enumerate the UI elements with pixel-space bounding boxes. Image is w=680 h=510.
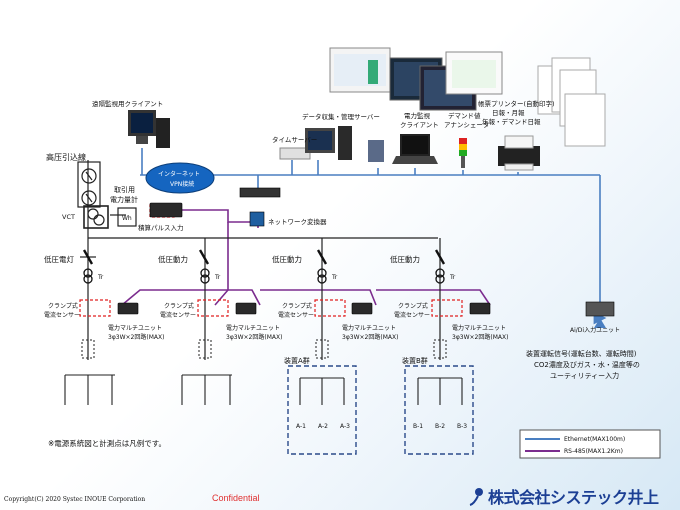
ethernet-arrow — [594, 318, 606, 328]
printer-label-1: 帳票プリンター(自動印字) — [478, 99, 555, 108]
legend-rs485-label: RS-485(MAX1.2Km) — [564, 448, 623, 455]
branch-a3: A-3 — [340, 423, 350, 430]
remote-client-label: 遠隔監視用クライアント — [92, 99, 163, 108]
multi-label-3b: 3φ3W×2回路(MAX) — [342, 333, 398, 341]
signal-label-2: CO2濃度及びガス・水・温度等の — [534, 360, 640, 369]
signal-label-1: 装置運転信号(運転台数、運転時間) — [526, 349, 637, 358]
internet-label-1: インターネット — [158, 170, 200, 178]
group-b-box — [404, 365, 474, 455]
clamp-label-3a: クランプ式 — [282, 302, 312, 310]
confidential-text: Confidential — [212, 493, 260, 503]
branch-a1: A-1 — [296, 423, 306, 430]
remote-client-monitor — [128, 110, 170, 148]
data-server-icon — [305, 126, 384, 162]
multi-label-2b: 3φ3W×2回路(MAX) — [226, 333, 282, 341]
hv-line-label: 高压引込線 — [46, 152, 86, 162]
hv-incoming-line — [77, 161, 137, 229]
feeder-breaker-boxes — [81, 339, 447, 359]
branch-feeders — [64, 374, 463, 405]
demand-label-1: デマンド値 — [448, 111, 481, 120]
group-a-box — [287, 365, 357, 455]
group-b-label: 装置B群 — [402, 356, 428, 365]
branch-a2: A-2 — [318, 423, 328, 430]
branch-b2: B-2 — [435, 423, 445, 430]
clamp-label-1b: 電流センサー — [44, 311, 80, 319]
multi-label-3a: 電力マルチユニット — [342, 324, 396, 332]
power-client-label-1: 電力監視 — [404, 111, 431, 120]
transformer-icons — [83, 268, 445, 284]
converter-label: ネットワーク変換器 — [268, 217, 327, 226]
tr-label-1: Tr — [97, 274, 104, 281]
aidi-unit — [585, 301, 615, 317]
demand-label-2: アナンシェータ — [444, 120, 489, 129]
multi-label-4a: 電力マルチユニット — [452, 324, 506, 332]
power-client-label-2: クライアント — [400, 121, 439, 129]
note-label: ※電源系統図と計測点は凡例です。 — [48, 438, 166, 448]
printer-label-3: 年報・デマンド日報 — [482, 117, 541, 126]
feeder-label-3: 低圧動力 — [272, 254, 302, 264]
clamp-label-2b: 電流センサー — [160, 311, 196, 319]
legend-ethernet-label: Ethernet(MAX100m) — [564, 436, 625, 443]
laptop-icon — [392, 134, 438, 164]
multi-label-4b: 3φ3W×2回路(MAX) — [452, 333, 508, 341]
branch-b1: B-1 — [413, 423, 423, 430]
aidi-label: Ai/Di入力ユニット — [570, 326, 620, 334]
time-server-icon — [279, 147, 311, 160]
network-hub — [239, 187, 281, 198]
legend-box — [519, 429, 661, 459]
internet-label-2: VPN接続 — [170, 180, 194, 188]
tr-label-3: Tr — [331, 274, 338, 281]
feeder-label-1: 低圧電灯 — [44, 254, 74, 264]
time-server-label: タイムサーバー — [272, 135, 317, 144]
report-sheets — [537, 57, 606, 147]
printer-icon — [498, 135, 540, 171]
feeder-label-2: 低圧動力 — [158, 254, 188, 264]
ethernet-lines — [140, 148, 607, 325]
clamp-label-3b: 電流センサー — [278, 311, 314, 319]
signal-tower-icon — [459, 138, 467, 168]
internet-vpn-globe — [145, 162, 215, 194]
power-multi-units — [117, 202, 491, 315]
tr-label-2: Tr — [214, 274, 221, 281]
company-logo-icon — [469, 488, 483, 506]
clamp-label-1a: クランプ式 — [48, 302, 78, 310]
feeder-label-4: 低圧動力 — [390, 254, 420, 264]
group-a-label: 装置A群 — [284, 356, 310, 365]
meter-label-2: 電力量計 — [110, 195, 138, 204]
multi-label-2a: 電力マルチユニット — [226, 324, 280, 332]
pulse-input-label: 積算パルス入力 — [138, 223, 184, 232]
clamp-label-4b: 電流センサー — [394, 311, 430, 319]
signal-label-3: ユーティリティー入力 — [550, 371, 619, 380]
printer-label-2: 日報・月報 — [492, 109, 525, 117]
network-converter — [249, 211, 265, 227]
breakers — [82, 249, 446, 265]
branch-b3: B-3 — [457, 423, 467, 430]
multi-label-1a: 電力マルチユニット — [108, 324, 162, 332]
clamp-label-2a: クランプ式 — [164, 302, 194, 310]
copyright-text: Copyright(C) 2020 Systec INOUE Corporati… — [4, 496, 146, 503]
vct-label: VCT — [62, 213, 75, 221]
multi-label-1b: 3φ3W×2回路(MAX) — [108, 333, 164, 341]
tr-label-4: Tr — [449, 274, 456, 281]
data-server-label: データ収集・管理サーバー — [302, 112, 380, 121]
monitor-screens — [329, 47, 503, 111]
company-name: 株式会社システック井上 — [488, 488, 659, 507]
meter-label-1: 取引用 — [114, 185, 135, 194]
wh-label: Wh — [122, 215, 132, 222]
clamp-label-4a: クランプ式 — [398, 302, 428, 310]
